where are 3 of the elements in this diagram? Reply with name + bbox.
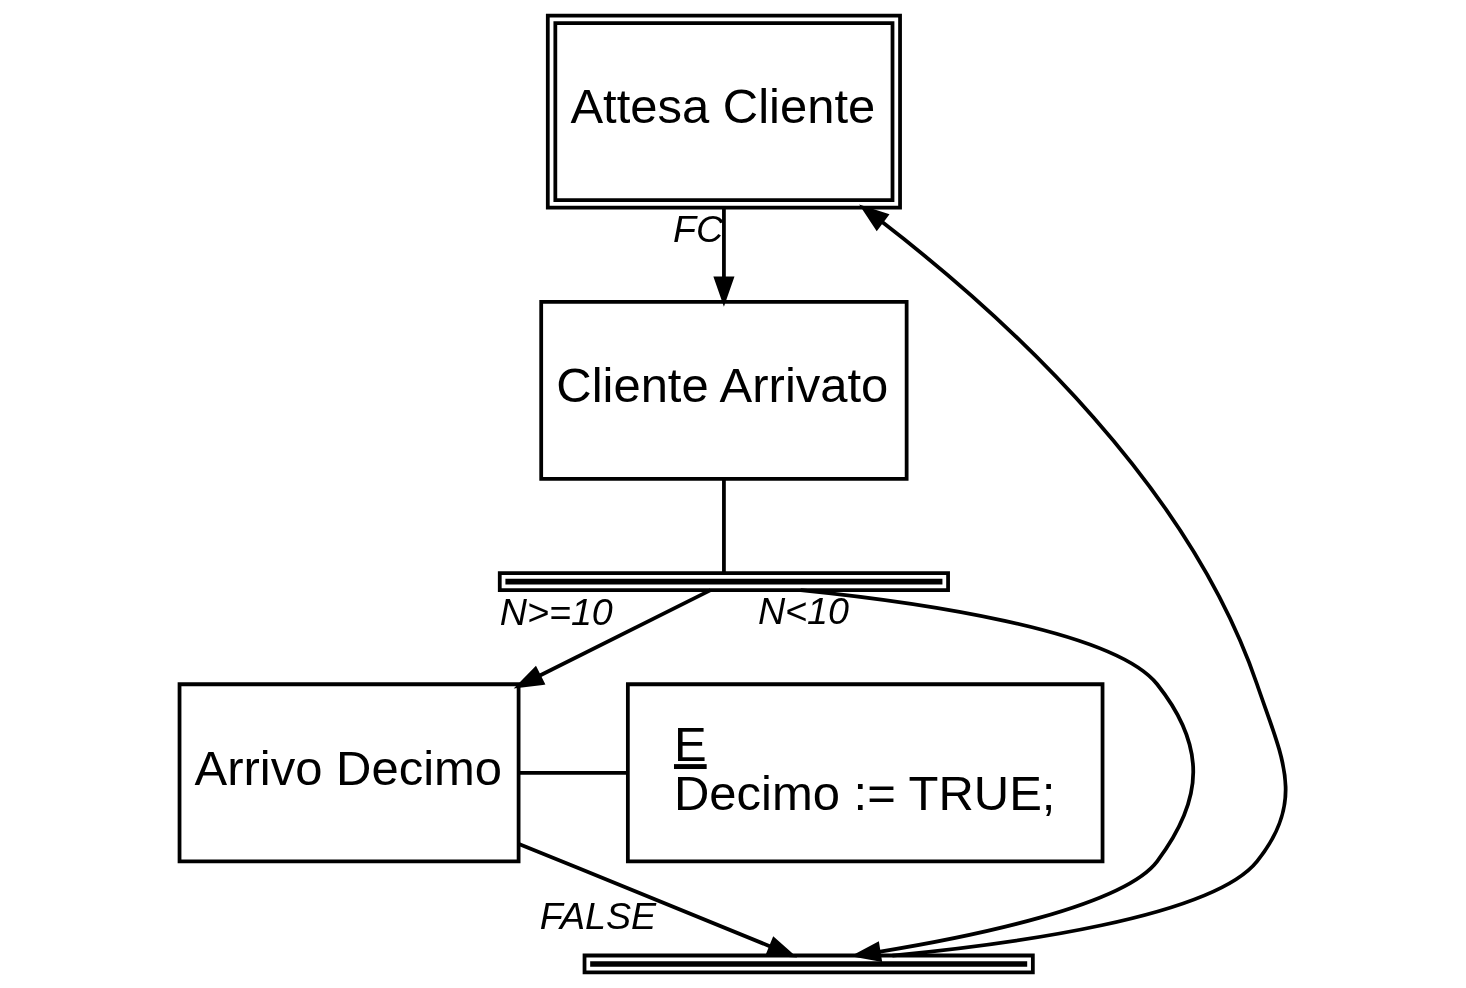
edge-label: N<10 xyxy=(757,589,850,632)
edge-label: FALSE xyxy=(539,895,657,938)
edge-label: N>=10 xyxy=(499,590,613,633)
